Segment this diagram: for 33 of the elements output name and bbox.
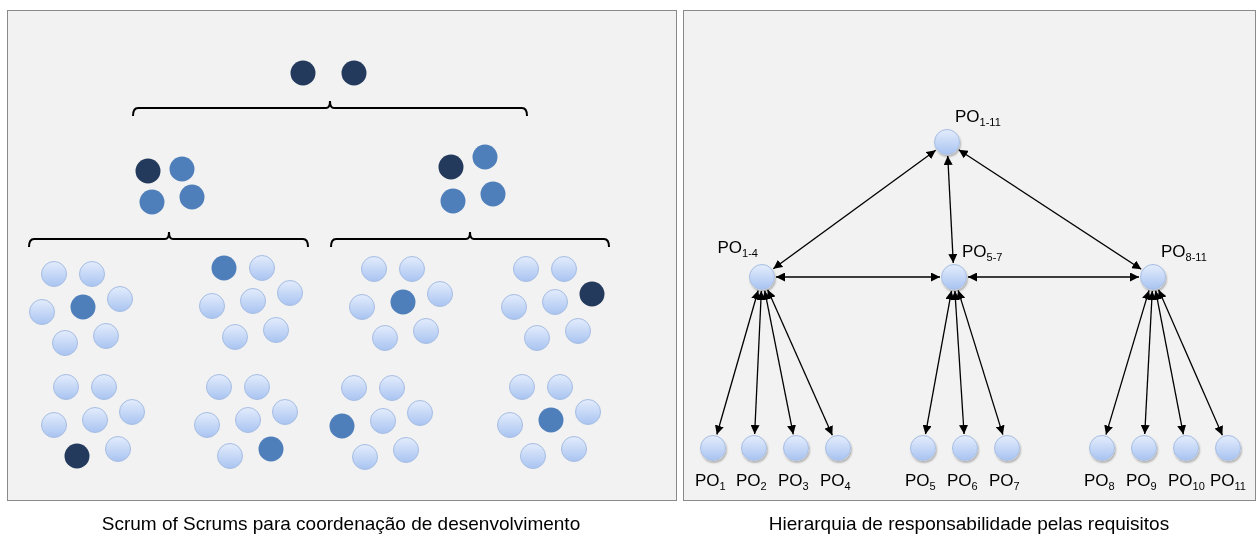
double-arrow <box>922 290 955 435</box>
node-label: PO$_{11}$ <box>1210 472 1246 493</box>
double-arrow <box>762 290 796 435</box>
double-arrow <box>943 155 958 264</box>
double-arrow <box>1140 290 1157 435</box>
caption: Hierarquia de responsabilidade pelas requisitos <box>768 513 1170 535</box>
node-label: PO$_{6}$ <box>947 472 978 493</box>
node-label: PO$_{9}$ <box>1126 472 1157 493</box>
double-arrow <box>775 272 941 282</box>
double-arrow <box>1157 289 1224 436</box>
double-arrow <box>958 149 1142 270</box>
double-arrow <box>967 272 1140 282</box>
node-label: PO$_{1-4}$ <box>717 239 758 260</box>
caption: Scrum of Scrums para coordenação de desenvolvimento <box>101 513 581 535</box>
node-label: PO$_{1-11}$ <box>955 108 1001 129</box>
double-arrow <box>767 289 833 436</box>
double-arrow <box>956 289 1005 436</box>
node-label: PO$_{1}$ <box>695 472 726 493</box>
node-label: PO$_{7}$ <box>989 472 1020 493</box>
double-arrow <box>1104 289 1151 436</box>
double-arrow <box>951 290 968 435</box>
double-arrow <box>750 290 766 435</box>
node-label: PO$_{4}$ <box>820 472 851 493</box>
node-label: PO$_{8-11}$ <box>1161 243 1207 264</box>
node-label: PO$_{5}$ <box>905 472 936 493</box>
node-label: PO$_{5-7}$ <box>962 243 1003 264</box>
node-label: PO$_{3}$ <box>778 472 809 493</box>
node-label: PO$_{2}$ <box>736 472 767 493</box>
double-arrow <box>772 149 937 270</box>
double-arrow <box>715 289 760 436</box>
double-arrow <box>1152 290 1187 435</box>
node-label: PO$_{8}$ <box>1084 472 1115 493</box>
node-label: PO$_{10}$ <box>1168 472 1205 493</box>
